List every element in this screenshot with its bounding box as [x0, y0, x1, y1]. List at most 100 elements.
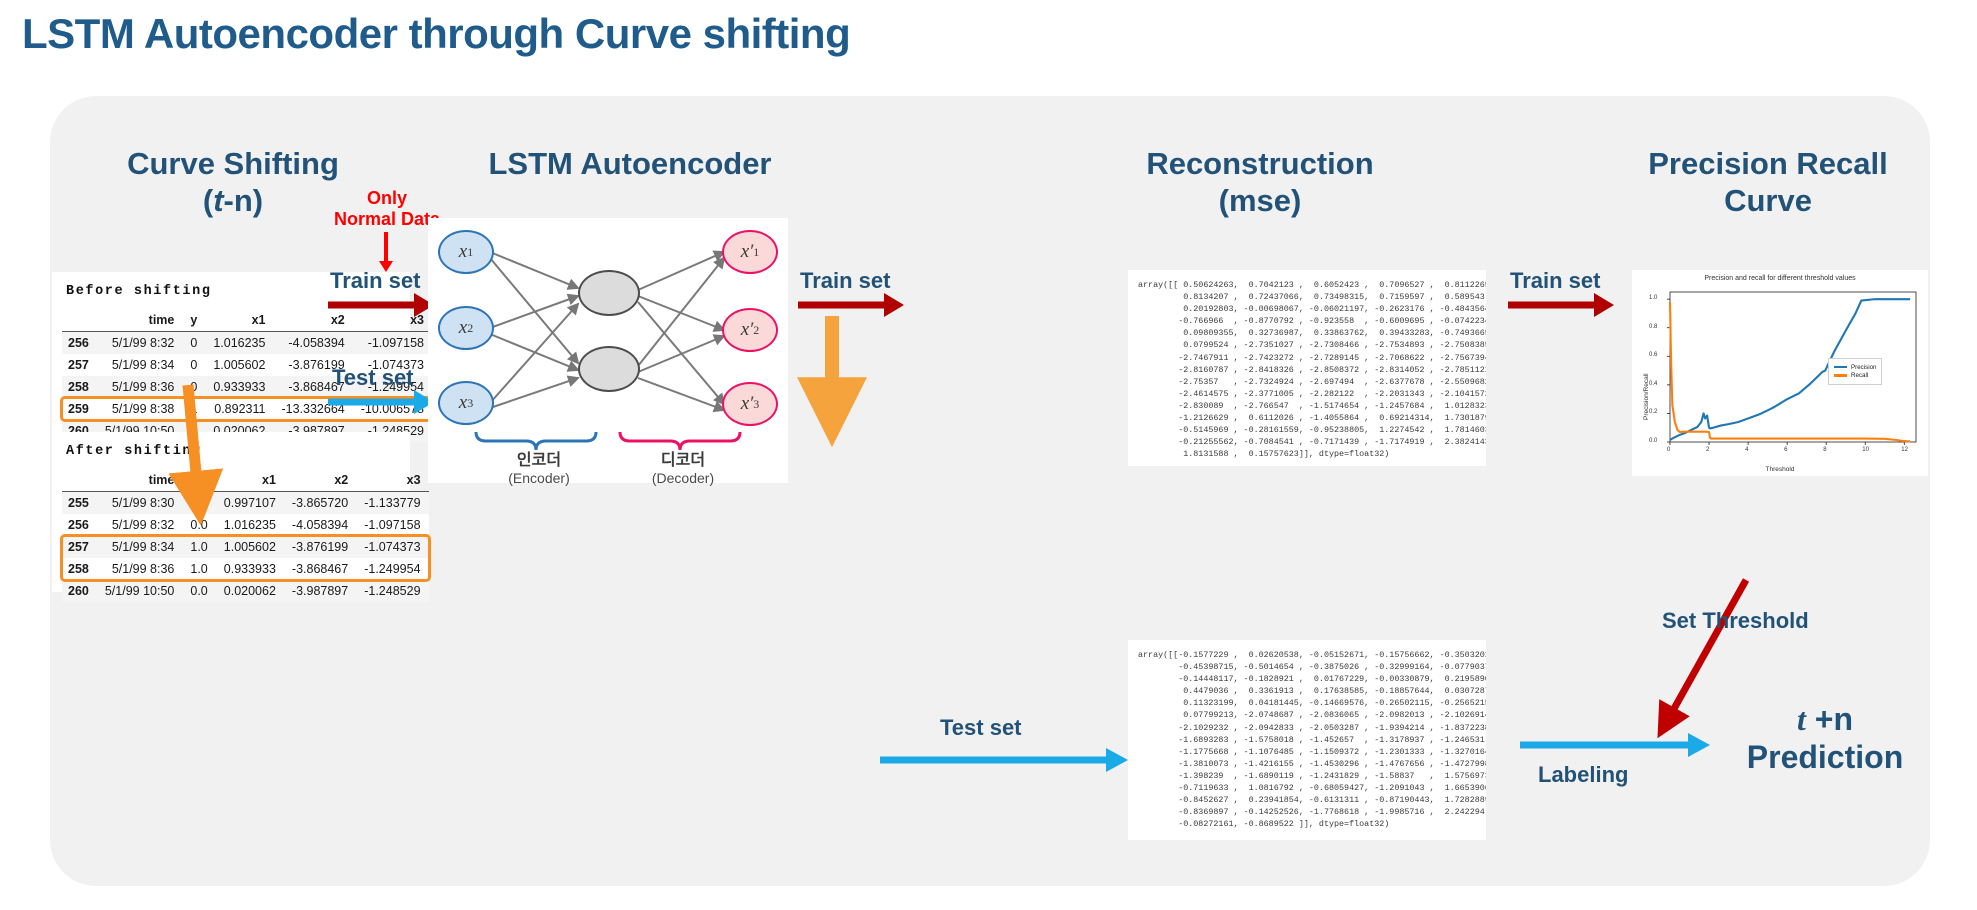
- table-cell: -1.097158: [364, 518, 421, 532]
- table-cell: -1.248529: [364, 584, 421, 598]
- table-cell: 257: [68, 358, 89, 372]
- y-tick-label: 1.0: [1649, 295, 1658, 302]
- table-cell: -1.249954: [367, 380, 424, 394]
- table-cell: 259: [68, 402, 89, 416]
- hidden-node-1: [578, 270, 640, 316]
- table-row: 258 5/1/99 8:36 1.0 0.933933 -3.868467 -1.249…: [62, 558, 429, 580]
- chart-plot-area: [1667, 291, 1917, 445]
- column-header: [62, 469, 97, 492]
- column-header: x1: [205, 309, 274, 332]
- legend-item: Recall: [1834, 372, 1876, 379]
- train-set-label-1: Train set: [330, 268, 421, 293]
- table-cell: 0.933933: [223, 562, 276, 576]
- table-cell: 260: [68, 584, 89, 598]
- reconstruction-train-array: array([[ 0.50624263, 0.7042123 , 0.60524…: [1128, 270, 1486, 466]
- chart-xlabel: Threshold: [1765, 466, 1795, 473]
- column-header: x2: [283, 469, 357, 492]
- table-cell: -13.332664: [281, 402, 345, 416]
- set-threshold-label: Set Threshold: [1662, 608, 1809, 633]
- encoder-label: 인코더 (Encoder): [508, 452, 570, 486]
- column-header: time: [96, 309, 183, 332]
- x-tick-label: 2: [1706, 447, 1710, 453]
- x-tick-label: 12: [1901, 447, 1908, 453]
- table-cell: -1.133779: [364, 496, 421, 510]
- test-set-label-1: Test set: [332, 365, 414, 390]
- before-shifting-caption: Before shifting: [66, 284, 212, 299]
- column-header: x3: [356, 469, 429, 492]
- table-cell: -1.097158: [367, 336, 424, 350]
- y-tick-label: 0.6: [1649, 352, 1658, 359]
- train-set-label-2: Train set: [800, 268, 891, 293]
- table-cell: 5/1/99 8:32: [111, 336, 175, 350]
- table-cell: 5/1/99 8:32: [111, 518, 175, 532]
- table-cell: -1.249954: [364, 562, 421, 576]
- heading-lstm-autoencoder: LSTM Autoencoder: [488, 146, 772, 181]
- table-cell: 257: [68, 540, 89, 554]
- output-node-x1: x′1: [722, 230, 778, 274]
- heading-reconstruction: Reconstruction (mse): [1146, 146, 1374, 218]
- table-cell: 1.0: [190, 562, 208, 576]
- column-header: y: [182, 309, 206, 332]
- table-cell: -4.058394: [291, 518, 349, 532]
- table-cell: 0.0: [190, 584, 208, 598]
- y-tick-label: 0.8: [1649, 323, 1658, 330]
- table-cell: 0.997107: [223, 496, 276, 510]
- table-cell: 256: [68, 518, 89, 532]
- y-tick-label: 0.4: [1649, 380, 1658, 387]
- column-header: x1: [215, 469, 284, 492]
- table-cell: -3.868467: [291, 562, 349, 576]
- set-threshold-arrow: [1657, 578, 1750, 739]
- autoencoder-edges: [489, 250, 726, 413]
- table-cell: -4.058394: [288, 336, 345, 350]
- page-title: LSTM Autoencoder through Curve shifting: [22, 10, 851, 57]
- x-tick-label: 8: [1823, 447, 1827, 453]
- table-cell: -3.868467: [288, 380, 345, 394]
- table-cell: -3.876199: [291, 540, 349, 554]
- x-tick-label: 4: [1745, 447, 1749, 453]
- x-tick-label: 6: [1784, 447, 1788, 453]
- legend-swatch: [1834, 365, 1847, 369]
- column-header: time: [96, 469, 183, 492]
- table-cell: 5/1/99 10:50: [104, 584, 175, 598]
- table-cell: 258: [68, 562, 89, 576]
- table-cell: 1.005602: [223, 540, 276, 554]
- decoder-label: 디코더 (Decoder): [651, 452, 715, 486]
- curve-shift-arrow: [168, 384, 224, 526]
- heading-precision-recall-curve: Precision Recall Curve: [1648, 146, 1888, 218]
- table-cell: -3.865720: [291, 496, 349, 510]
- table-cell: 1.016235: [223, 518, 276, 532]
- chart-title: Precision and recall for different thres…: [1704, 275, 1856, 282]
- test-path-orange-arrow: [797, 316, 867, 448]
- hidden-node-2: [578, 346, 640, 392]
- table-cell: 5/1/99 8:36: [111, 562, 175, 576]
- table-cell: 0: [190, 380, 198, 394]
- heading-curve-shifting: Curve Shifting (t-n): [127, 146, 339, 218]
- table-cell: -3.987897: [291, 584, 349, 598]
- x-tick-label: 0: [1667, 447, 1671, 453]
- legend-label: Recall: [1851, 372, 1869, 379]
- y-tick-label: 0.0: [1649, 438, 1658, 444]
- test-set-label-2: Test set: [940, 715, 1022, 740]
- column-header: [62, 309, 97, 332]
- legend-swatch: [1834, 374, 1847, 377]
- table-cell: 5/1/99 8:38: [111, 402, 175, 416]
- precision-recall-chart: Precision and recall for different thres…: [1632, 270, 1928, 476]
- table-cell: 0: [190, 358, 198, 372]
- table-cell: 1.0: [190, 540, 208, 554]
- after-shifting-caption: After shifting: [66, 444, 202, 459]
- labeling-label: Labeling: [1538, 762, 1629, 787]
- table-cell: -1.074373: [367, 358, 424, 372]
